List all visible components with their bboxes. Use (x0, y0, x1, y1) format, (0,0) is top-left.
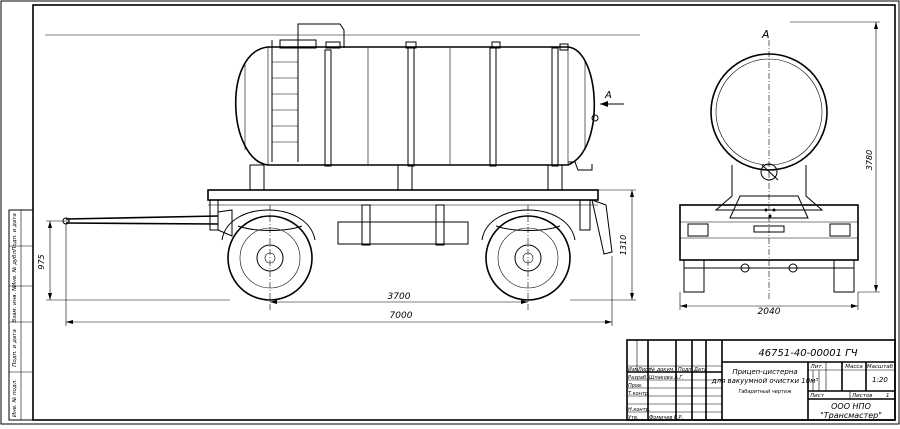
tank-hoop (551, 47, 559, 167)
section-label: А (604, 90, 612, 101)
side-stamp-cell: Взам. инв. № (12, 285, 18, 323)
tank-hoop (324, 49, 332, 167)
organization-line2: "Трансмастер" (820, 411, 882, 420)
fender-rear (481, 209, 576, 241)
tank-support (547, 164, 563, 191)
title-block: 46751-40-00001 ГЧ Изм. Лист № докум. Под… (626, 339, 896, 421)
role-label: Н.контр. (628, 407, 650, 413)
fender-front (221, 209, 316, 241)
rev-header: Подп. (678, 367, 693, 373)
side-stamp-cell: Инв. № дубл. (12, 249, 18, 287)
rear-bumper (591, 199, 613, 255)
rear-view: А (679, 28, 859, 300)
side-view: А (45, 23, 640, 312)
doc-type: Габаритный чертеж (738, 389, 792, 395)
product-name-2: для вакуумной очистки 10м³ (711, 377, 819, 385)
product-name-1: Прицеп-цистерна (732, 368, 797, 376)
rear-dimensions: 2040 3780 (679, 21, 880, 317)
dim-wheelbase: 3700 (388, 292, 411, 302)
dim-platform-height: 1310 (619, 235, 628, 255)
tank-support (397, 164, 413, 191)
side-stamp: Подп. и дата Инв. № дубл. Взам. инв. № П… (8, 209, 34, 421)
role-label: Т.контр. (628, 391, 650, 397)
role-label: Разраб. (628, 375, 648, 381)
tank-support (249, 164, 265, 191)
tank-shell (234, 46, 596, 166)
tank-hoop (489, 47, 497, 167)
tank-hoop (407, 47, 415, 167)
col-scale: Масштаб (867, 364, 894, 370)
scale-value: 1:20 (872, 376, 888, 384)
sheets-label: Листов (851, 393, 873, 399)
side-stamp-cell: Подп. и дата (12, 329, 18, 367)
side-stamp-cell: Инв. № подл. (12, 379, 18, 417)
view-label: А (761, 28, 770, 41)
rev-header: № докум. (649, 367, 675, 373)
dim-overall-length: 7000 (390, 311, 413, 321)
side-stamp-cell: Подп. и дата (12, 213, 18, 251)
dim-drawbar-height: 975 (37, 254, 46, 269)
side-dimensions: 3700 7000 975 1310 (37, 189, 636, 326)
role-label: Пров. (628, 383, 643, 389)
drawbar (62, 209, 233, 237)
developer-name: Шпакова А.Г. (649, 375, 684, 381)
organization-line1: ООО НПО (831, 402, 871, 411)
sheet-label: Лист (809, 393, 825, 399)
ladder (271, 40, 299, 162)
approver-name: Фомичев Р.Р. (649, 415, 683, 421)
dim-overall-width: 2040 (758, 307, 781, 317)
doc-designation: 46751-40-00001 ГЧ (758, 348, 857, 359)
handrail (297, 23, 345, 48)
dim-overall-height: 3780 (865, 150, 874, 170)
rev-header: Изм. (628, 367, 640, 373)
wheel-left (683, 259, 705, 293)
subframe (337, 221, 469, 245)
discharge-pipe (568, 161, 593, 171)
col-mass: Масса (845, 364, 863, 370)
role-label: Утв. (628, 415, 639, 421)
col-lit: Лит. (810, 364, 824, 370)
rev-header: Дата (693, 367, 707, 373)
sheets-count: 1 (886, 393, 890, 399)
chassis-frame (207, 189, 599, 201)
rev-header: Лист (637, 367, 652, 373)
wheel-right (833, 259, 855, 293)
